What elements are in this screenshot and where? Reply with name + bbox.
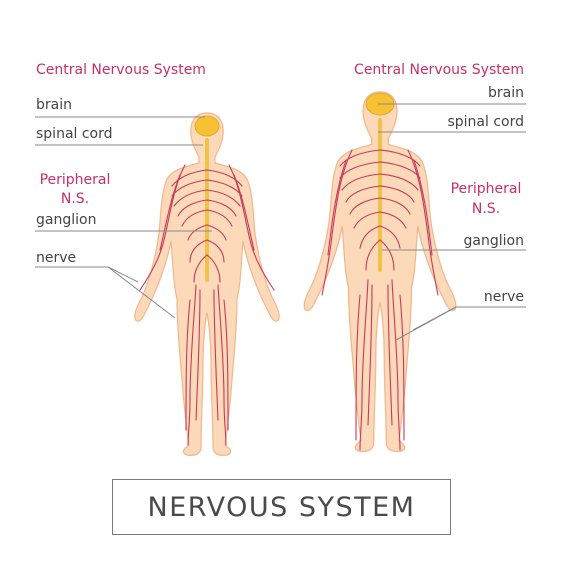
right-peripheral-label-line2: N.S.: [471, 201, 501, 217]
right-brain-label: brain: [488, 85, 524, 101]
right-nerve-label: nerve: [483, 289, 524, 305]
diagram-title: NERVOUS SYSTEM: [147, 491, 416, 523]
left-spinal-cord-label: spinal cord: [36, 126, 113, 142]
left-peripheral-label-line1: Peripheral: [39, 172, 111, 188]
female-nerves: [139, 115, 275, 446]
leader-left-nerve-2: [107, 266, 176, 319]
left-brain-label: brain: [36, 97, 72, 113]
right-peripheral-label-line1: Peripheral: [450, 181, 522, 197]
right-spinal-cord-label: spinal cord: [447, 114, 524, 130]
title-box: NERVOUS SYSTEM: [112, 479, 451, 535]
male-nerves: [321, 92, 439, 451]
leader-lines: [35, 103, 526, 341]
leader-right-nerve-2: [395, 306, 457, 341]
right-cns-label: Central Nervous System: [354, 62, 524, 78]
leader-left-nerve-1: [107, 266, 139, 283]
left-cns-label: Central Nervous System: [36, 62, 206, 78]
female-brain: [194, 115, 220, 137]
left-ganglion-label: ganglion: [36, 212, 97, 228]
left-nerve-label: nerve: [36, 250, 77, 266]
right-ganglion-label: ganglion: [463, 233, 524, 249]
left-peripheral-label-line2: N.S.: [60, 191, 90, 207]
